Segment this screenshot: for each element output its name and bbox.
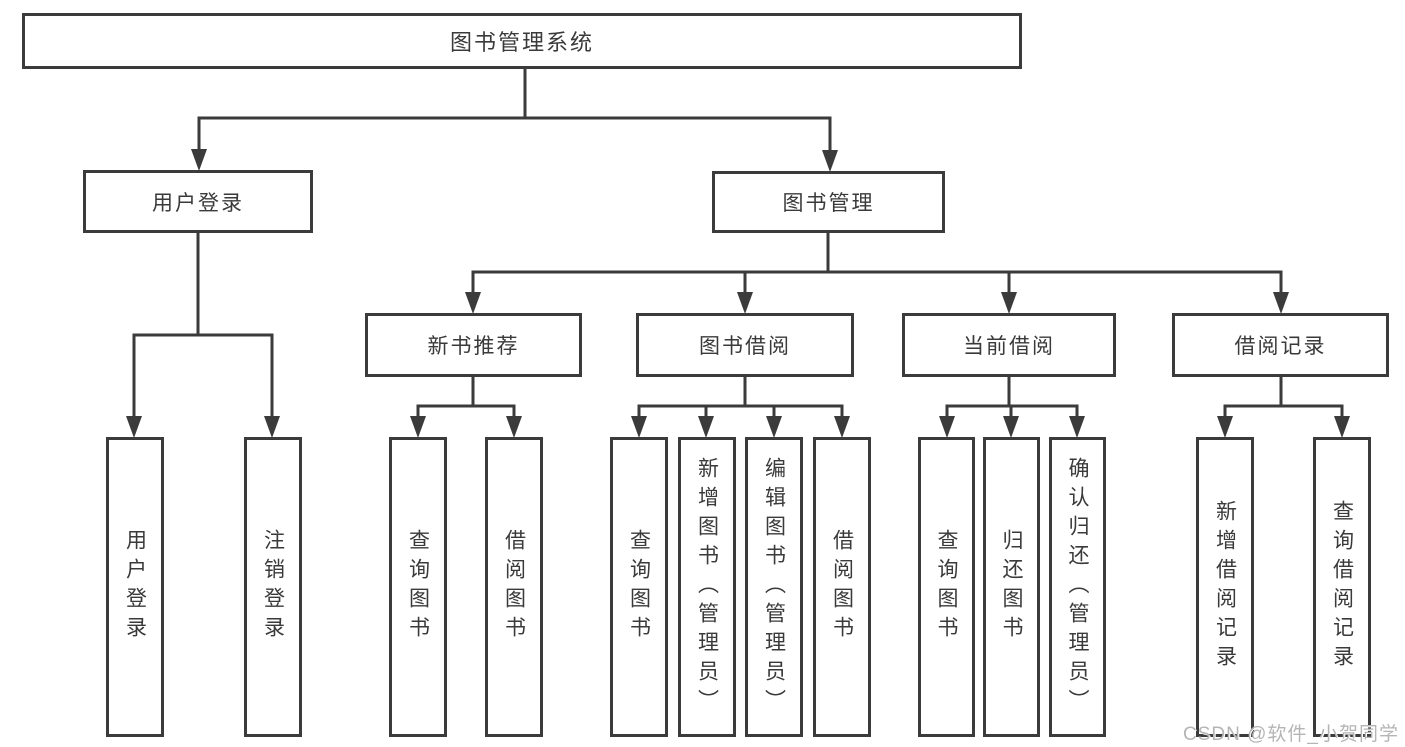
leaf-borrow-books-recommend-label: 借阅图书 — [502, 529, 526, 645]
leaf-borrow-books-recommend: 借阅图书 — [485, 437, 543, 737]
leaf-edit-books-admin-label: 编辑图书（管理员） — [762, 456, 786, 718]
leaf-user-login-label: 用户登录 — [123, 529, 147, 645]
leaf-query-books-recommend-label: 查询图书 — [406, 529, 430, 645]
leaf-query-borrow-record-label: 查询借阅记录 — [1330, 500, 1354, 674]
leaf-confirm-return-admin: 确认归还（管理员） — [1049, 437, 1106, 737]
leaf-logout-label: 注销登录 — [261, 529, 285, 645]
node-user-login-group: 用户登录 — [83, 170, 313, 233]
node-book-management: 图书管理 — [712, 171, 945, 233]
node-borrow-records: 借阅记录 — [1172, 313, 1389, 377]
node-current-borrow-label: 当前借阅 — [963, 335, 1055, 358]
node-library-management-system: 图书管理系统 — [22, 13, 1022, 69]
leaf-add-books-admin: 新增图书（管理员） — [678, 437, 736, 737]
node-new-book-recommend: 新书推荐 — [365, 313, 582, 377]
leaf-confirm-return-admin-label: 确认归还（管理员） — [1066, 456, 1089, 718]
watermark: CSDN @软件_小贺同学 — [1183, 724, 1399, 745]
leaf-query-borrow-record: 查询借阅记录 — [1313, 437, 1371, 737]
node-user-login-group-label: 用户登录 — [152, 191, 244, 215]
node-book-borrow: 图书借阅 — [636, 313, 854, 377]
leaf-query-books-borrow-label: 查询图书 — [627, 529, 651, 645]
leaf-edit-books-admin: 编辑图书（管理员） — [745, 437, 803, 737]
leaf-return-books: 归还图书 — [983, 437, 1040, 737]
leaf-query-books-current: 查询图书 — [918, 437, 975, 737]
node-borrow-records-label: 借阅记录 — [1234, 335, 1327, 358]
node-book-management-label: 图书管理 — [782, 192, 875, 215]
leaf-borrow-books-label: 借阅图书 — [830, 529, 854, 645]
leaf-query-books-current-label: 查询图书 — [935, 529, 958, 645]
node-library-management-system-label: 图书管理系统 — [449, 30, 594, 55]
node-book-borrow-label: 图书借阅 — [699, 335, 791, 358]
node-new-book-recommend-label: 新书推荐 — [427, 335, 520, 358]
node-current-borrow: 当前借阅 — [902, 313, 1116, 377]
leaf-add-borrow-record: 新增借阅记录 — [1196, 437, 1254, 737]
leaf-add-books-admin-label: 新增图书（管理员） — [695, 456, 719, 718]
leaf-borrow-books: 借阅图书 — [813, 437, 871, 737]
leaf-add-borrow-record-label: 新增借阅记录 — [1213, 500, 1237, 674]
leaf-logout: 注销登录 — [244, 437, 302, 737]
leaf-return-books-label: 归还图书 — [1000, 529, 1023, 645]
leaf-user-login: 用户登录 — [106, 437, 164, 737]
leaf-query-books-borrow: 查询图书 — [610, 437, 668, 737]
leaf-query-books-recommend: 查询图书 — [389, 437, 447, 737]
